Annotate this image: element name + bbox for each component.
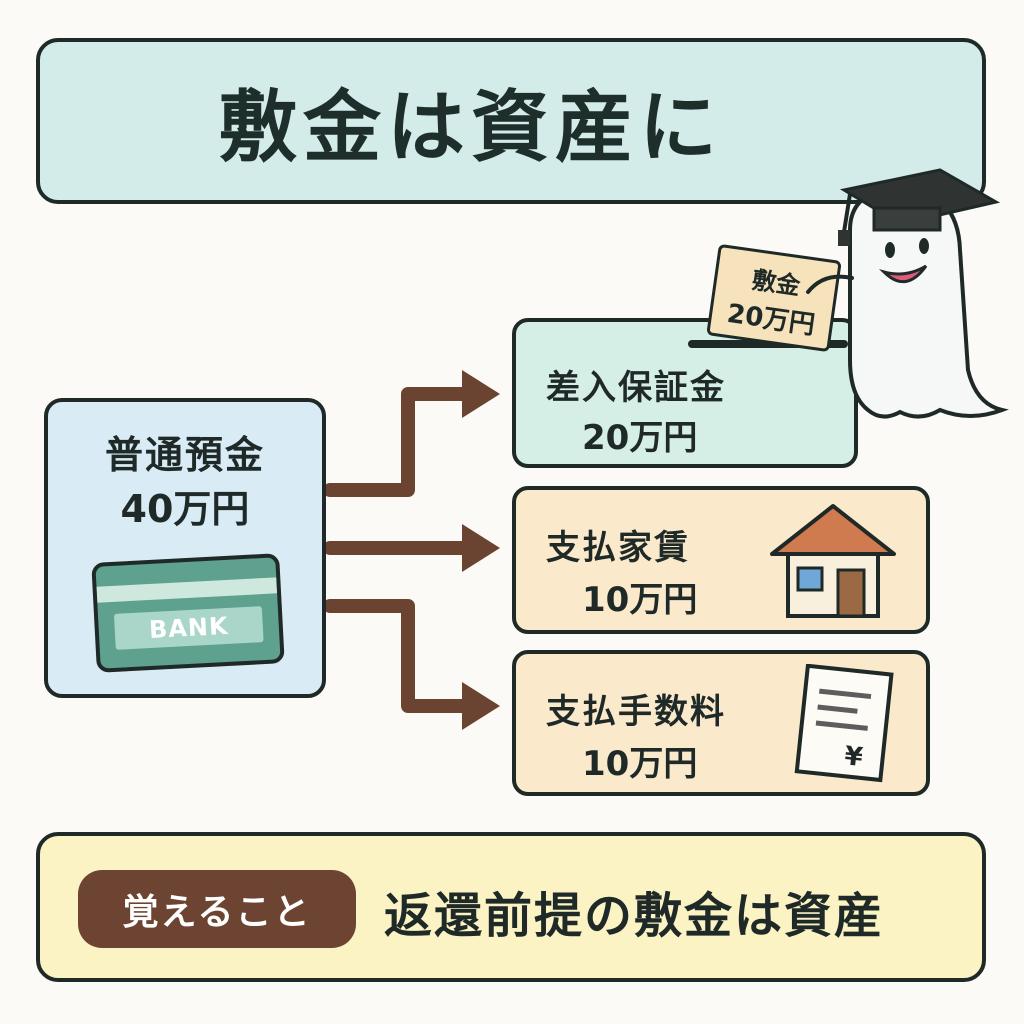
arrowhead-rent [462,524,500,572]
remember-tag-label: 覚えること [122,892,312,933]
ghost-eye-right [919,238,929,254]
deposit-slot [688,340,848,348]
arrow-to-fee [323,599,473,713]
destination-name: 支払手数料 [546,692,726,732]
page-title: 敷金は資産に [218,83,723,173]
bank-card-label: BANK [148,611,230,645]
ghost-mascot [806,168,1009,419]
source-account-amount: 40万円 [120,487,250,531]
destination-amount: 20万円 [582,418,698,458]
graduation-cap-icon [838,168,1001,246]
remember-banner: 覚えること 返還前提の敷金は資産 [36,832,986,982]
arrow-to-deposit [323,387,473,497]
destination-amount: 10万円 [582,580,698,620]
bank-card-icon: BANK [91,553,285,673]
source-account-name: 普通預金 [104,433,265,477]
bank-card-stripe [96,577,278,603]
remember-statement: 返還前提の敷金は資産 [384,888,885,944]
source-account-box: 普通預金 40万円 BANK [44,398,326,698]
arrowhead-deposit [462,370,500,418]
destination-name: 差入保証金 [546,368,726,408]
destination-amount: 10万円 [582,744,698,784]
svg-text:¥: ¥ [843,741,864,773]
ghost-arm [806,274,854,294]
house-icon [770,504,896,618]
ghost-mouth [878,264,928,283]
arrowhead-fee [462,682,500,730]
title-banner: 敷金は資産に [36,38,986,204]
destination-name: 支払家賃 [546,528,690,568]
ghost-eye-left [885,242,895,258]
receipt-yen-icon: ¥ [794,664,894,783]
bank-card-band: BANK [113,606,264,650]
remember-tag: 覚えること [78,870,356,948]
